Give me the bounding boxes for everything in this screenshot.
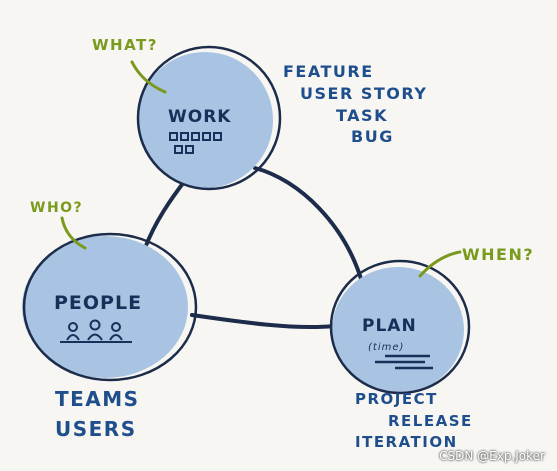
work-note-user-story: USER STORY <box>300 84 427 103</box>
people-icon <box>60 319 132 343</box>
work-circle <box>137 52 273 188</box>
work-note-task: TASK <box>336 106 388 125</box>
plan-circle <box>332 267 464 393</box>
node-work: WORK <box>136 45 282 191</box>
plan-note-iteration: ITERATION <box>355 433 458 451</box>
work-notes: FEATURE USER STORY TASK BUG <box>283 62 427 146</box>
people-note-teams: TEAMS <box>55 387 140 411</box>
work-outline <box>136 45 282 191</box>
people-label: PEOPLE <box>54 292 142 314</box>
node-people: PEOPLE <box>22 232 198 382</box>
edge-work-people <box>143 176 189 250</box>
annotations: WHAT? WHO? WHEN? <box>30 36 534 278</box>
people-note-users: USERS <box>55 417 137 441</box>
annotation-who-pointer <box>60 216 87 250</box>
plan-note-project: PROJECT <box>355 390 438 408</box>
watermark: CSDN @Exp.Joker <box>439 449 545 463</box>
edge-work-plan <box>253 166 364 284</box>
work-label: WORK <box>168 107 231 127</box>
timeline-icon <box>375 354 433 370</box>
people-outline <box>22 232 198 382</box>
annotation-when-pointer <box>418 250 462 278</box>
annotation-who: WHO? <box>30 200 83 216</box>
edge-people-plan <box>190 313 336 330</box>
work-items-icon <box>169 132 222 154</box>
plan-sublabel: (time) <box>368 342 404 353</box>
people-notes: TEAMS USERS <box>55 387 140 441</box>
annotation-when: WHEN? <box>462 245 534 264</box>
plan-notes: PROJECT RELEASE ITERATION <box>355 390 473 451</box>
annotation-what: WHAT? <box>92 36 158 54</box>
plan-label: PLAN <box>362 316 417 336</box>
node-plan: PLAN (time) <box>329 259 471 395</box>
plan-note-release: RELEASE <box>388 412 473 430</box>
work-note-bug: BUG <box>351 127 394 146</box>
plan-outline <box>329 259 471 395</box>
work-note-feature: FEATURE <box>283 62 374 81</box>
annotation-what-pointer <box>130 60 167 94</box>
